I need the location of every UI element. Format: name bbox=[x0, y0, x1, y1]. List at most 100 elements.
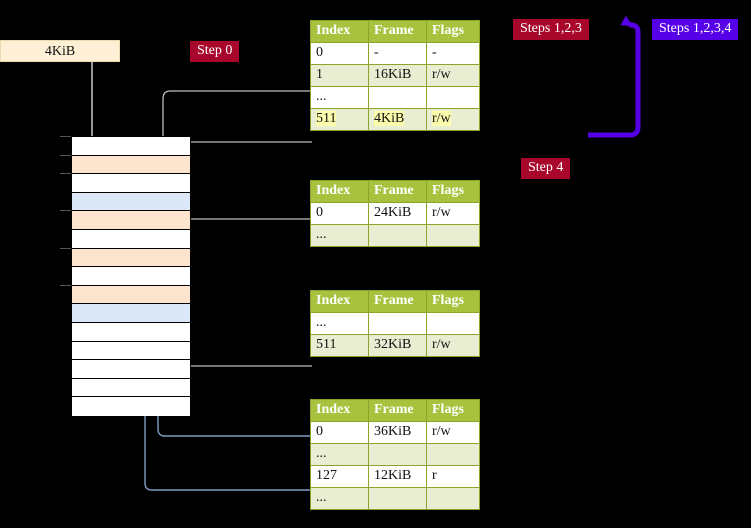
column-header-frame: Frame bbox=[368, 399, 427, 422]
table-row: 511 4KiB r/w bbox=[310, 108, 480, 131]
column-header-index: Index bbox=[310, 290, 369, 313]
memory-frame-row bbox=[72, 248, 190, 268]
size-box-4kib: 4KiB bbox=[0, 40, 120, 62]
memory-frame-row bbox=[72, 230, 190, 249]
badge-steps-123: Steps 1,2,3 bbox=[513, 19, 589, 40]
cell-index: 511 bbox=[310, 108, 369, 131]
cell-index: ... bbox=[310, 312, 369, 335]
cell-index: ... bbox=[310, 224, 369, 247]
table-header-row: Index Frame Flags bbox=[310, 290, 480, 313]
badge-step-4: Step 4 bbox=[521, 158, 571, 179]
memory-frame-row bbox=[72, 211, 190, 230]
column-header-flags: Flags bbox=[426, 20, 480, 43]
cell-index: 127 bbox=[310, 465, 369, 488]
column-header-flags: Flags bbox=[426, 290, 480, 313]
cell-flags: r/w bbox=[426, 202, 480, 225]
table-header-row: Index Frame Flags bbox=[310, 20, 480, 43]
memory-frame-row bbox=[72, 174, 190, 193]
cell-flags bbox=[426, 312, 480, 335]
cell-flags: r bbox=[426, 465, 480, 488]
cell-index: 0 bbox=[310, 202, 369, 225]
memory-frame-row bbox=[72, 323, 190, 342]
table-header-row: Index Frame Flags bbox=[310, 399, 480, 422]
memory-frame-row bbox=[72, 360, 190, 379]
memory-frame-row bbox=[72, 155, 190, 175]
badge-steps-1234: Steps 1,2,3,4 bbox=[652, 19, 739, 40]
memory-frame-row bbox=[72, 267, 190, 286]
highlighted-value: 4KiB bbox=[374, 111, 405, 126]
memory-tick bbox=[60, 154, 71, 156]
memory-tick bbox=[60, 284, 71, 286]
cell-flags bbox=[426, 443, 480, 466]
memory-tick bbox=[60, 173, 71, 175]
cell-index: 511 bbox=[310, 334, 369, 357]
cell-flags: r/w bbox=[426, 334, 480, 357]
badge-step-0: Step 0 bbox=[190, 41, 240, 62]
cell-frame bbox=[368, 312, 427, 335]
table-row: ... bbox=[310, 487, 480, 510]
cell-frame: 4KiB bbox=[368, 108, 427, 131]
memory-frame-row bbox=[72, 285, 190, 305]
memory-frame-row bbox=[72, 192, 190, 212]
cell-flags: - bbox=[426, 42, 480, 65]
memory-tick bbox=[60, 136, 71, 137]
highlighted-value: r/w bbox=[432, 111, 451, 126]
column-header-frame: Frame bbox=[368, 180, 427, 203]
highlighted-value: 511 bbox=[316, 111, 337, 126]
cell-frame: 24KiB bbox=[368, 202, 427, 225]
cell-index: 0 bbox=[310, 42, 369, 65]
table-row: ... bbox=[310, 86, 480, 109]
column-header-index: Index bbox=[310, 20, 369, 43]
column-header-index: Index bbox=[310, 180, 369, 203]
column-header-flags: Flags bbox=[426, 399, 480, 422]
table-row: ... bbox=[310, 224, 480, 247]
cell-frame bbox=[368, 86, 427, 109]
cell-frame bbox=[368, 487, 427, 510]
memory-tick bbox=[60, 247, 71, 249]
cell-frame bbox=[368, 443, 427, 466]
cell-index: 0 bbox=[310, 421, 369, 444]
physical-memory-column bbox=[71, 136, 191, 416]
table-row: 0-- bbox=[310, 42, 480, 65]
column-header-index: Index bbox=[310, 399, 369, 422]
column-header-flags: Flags bbox=[426, 180, 480, 203]
cell-index: ... bbox=[310, 443, 369, 466]
cell-flags bbox=[426, 86, 480, 109]
table-row: ... bbox=[310, 312, 480, 335]
cell-frame: 12KiB bbox=[368, 465, 427, 488]
cell-flags bbox=[426, 224, 480, 247]
cell-frame: 16KiB bbox=[368, 64, 427, 87]
cell-frame: 36KiB bbox=[368, 421, 427, 444]
size-box-label: 4KiB bbox=[44, 44, 76, 59]
table-header-row: Index Frame Flags bbox=[310, 180, 480, 203]
cell-frame bbox=[368, 224, 427, 247]
cell-frame: 32KiB bbox=[368, 334, 427, 357]
memory-frame-row bbox=[72, 137, 190, 156]
cell-index: ... bbox=[310, 86, 369, 109]
table-row: ... bbox=[310, 443, 480, 466]
column-header-frame: Frame bbox=[368, 290, 427, 313]
cell-flags: r/w bbox=[426, 64, 480, 87]
memory-frame-row bbox=[72, 341, 190, 361]
memory-frame-row bbox=[72, 304, 190, 323]
column-header-frame: Frame bbox=[368, 20, 427, 43]
cell-flags: r/w bbox=[426, 421, 480, 444]
memory-frame-row bbox=[72, 397, 190, 416]
cell-flags: r/w bbox=[426, 108, 480, 131]
memory-tick bbox=[60, 210, 71, 212]
cell-flags bbox=[426, 487, 480, 510]
cell-index: ... bbox=[310, 487, 369, 510]
